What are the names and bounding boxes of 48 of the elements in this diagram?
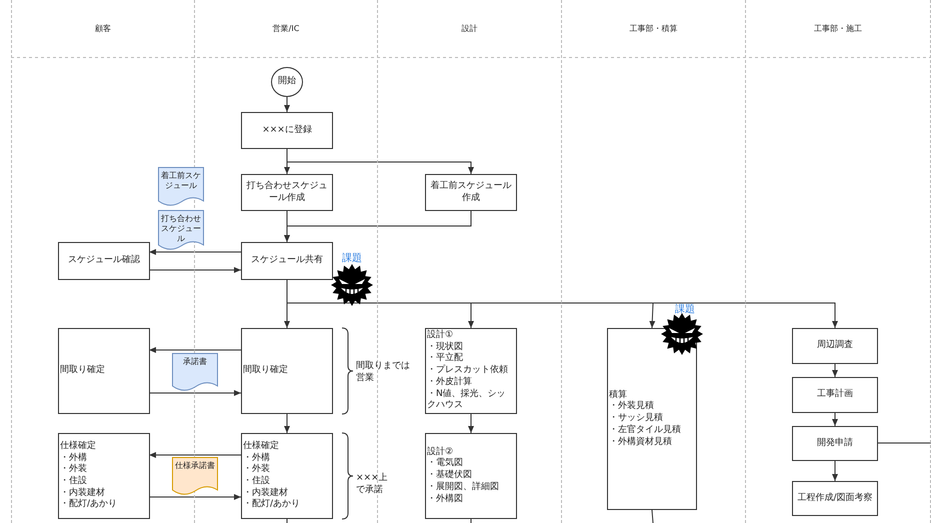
- process-box: スケジュール共有: [241, 242, 333, 280]
- document-shape: 仕様承諾書: [172, 457, 218, 497]
- arrow: [468, 414, 474, 434]
- note-text: ×××上で承諾: [356, 472, 389, 496]
- process-box: 仕様確定 ・外構 ・外装 ・住設 ・内装建材 ・配灯/あかり: [58, 433, 150, 519]
- arrow: [148, 249, 242, 255]
- lane-header: 工事部・積算: [628, 23, 678, 35]
- arrow: [832, 412, 838, 426]
- process-box: 設計② ・電気図 ・基礎伏図 ・展開図、詳細図 ・外構図: [425, 433, 517, 519]
- arrow: [832, 364, 838, 378]
- arrow: [286, 148, 474, 174]
- arrow: [148, 452, 242, 458]
- arrow: [284, 414, 290, 434]
- issue-label: 課題: [674, 303, 696, 316]
- process-box: 設計① ・現状図 ・平立配 ・プレスカット依頼 ・外皮計算 ・N値、採光、シックハウス: [425, 328, 517, 414]
- document-shape: 着工前スケジュール: [158, 167, 204, 208]
- start-oval: 開始: [271, 67, 303, 97]
- process-box: ×××に登録: [241, 112, 333, 149]
- process-box: 工事計画: [792, 377, 878, 413]
- process-box: 開発申請: [792, 426, 878, 461]
- connector-line: [878, 442, 931, 444]
- connector-line: [286, 518, 288, 523]
- issue-label: 課題: [341, 252, 363, 266]
- document-shape: 承諾書: [172, 353, 218, 393]
- process-box: 工程作成/図面考察: [792, 481, 878, 516]
- arrow: [148, 494, 242, 500]
- process-box: 着工前スケジュール作成: [425, 174, 517, 211]
- process-box: 仕様確定 ・外構 ・外装 ・住設 ・内装建材 ・配灯/あかり: [241, 433, 333, 519]
- lane-header: 顧客: [94, 23, 112, 35]
- process-box: 周辺調査: [792, 328, 878, 364]
- process-box: 間取り確定: [241, 328, 333, 414]
- process-box: スケジュール確認: [58, 242, 150, 280]
- process-box: 積算 ・外装見積 ・サッシ見積 ・左官タイル見積 ・外構資材見積: [607, 328, 697, 510]
- arrow: [832, 460, 838, 482]
- note-text: 間取りまでは営業: [356, 360, 411, 384]
- arrow: [284, 210, 472, 242]
- process-box: 打ち合わせスケジュール作成: [241, 174, 333, 211]
- process-box: 間取り確定: [58, 328, 150, 414]
- lane-header: 設計: [460, 23, 478, 35]
- lane-header: 工事部・施工: [813, 23, 863, 35]
- connector-line: [470, 518, 472, 523]
- arrow: [148, 267, 242, 273]
- arrow: [148, 390, 242, 396]
- connector-line: [652, 510, 654, 523]
- document-shape: 打ち合わせスケジュール: [158, 210, 204, 252]
- lane-header: 営業/IC: [272, 23, 300, 35]
- arrow: [148, 347, 242, 353]
- arrow: [284, 96, 290, 112]
